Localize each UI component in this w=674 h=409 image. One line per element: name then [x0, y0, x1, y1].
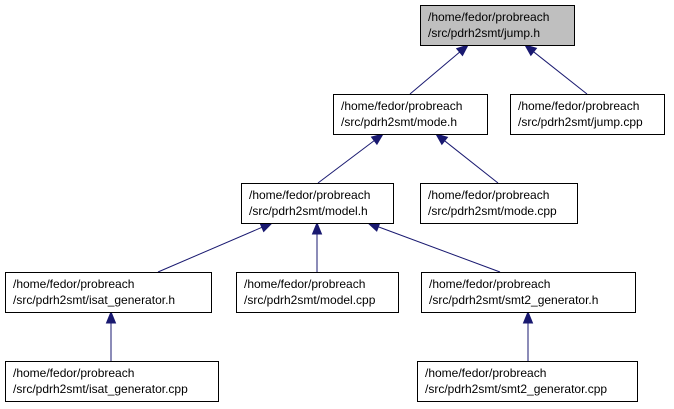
node-jump-cpp[interactable]: /home/fedor/probreach/src/pdrh2smt/jump.… [510, 94, 665, 135]
arrowhead-icon [311, 221, 323, 235]
edge-jump_cpp-to-jump_h [523, 44, 588, 95]
node-mode-cpp[interactable]: /home/fedor/probreach/src/pdrh2smt/mode.… [420, 183, 578, 224]
arrowhead-icon [455, 44, 470, 57]
node-box[interactable] [333, 94, 488, 135]
node-path-line2: /src/pdrh2smt/model.cpp [244, 293, 376, 307]
edge-line [157, 226, 263, 273]
arrowhead-icon [434, 133, 449, 146]
node-path-line1: /home/fedor/probreach [428, 10, 549, 24]
node-path-line2: /src/pdrh2smt/isat_generator.cpp [13, 382, 188, 396]
arrowhead-icon [259, 222, 274, 233]
edge-model_cpp-to-model_h [311, 221, 323, 272]
node-jump-h[interactable]: /home/fedor/probreach/src/pdrh2smt/jump.… [420, 5, 575, 46]
node-path-line2: /src/pdrh2smt/jump.cpp [518, 115, 643, 129]
node-box[interactable] [420, 183, 578, 224]
arrowhead-icon [370, 133, 385, 146]
node-path-line1: /home/fedor/probreach [244, 277, 365, 291]
node-box[interactable] [510, 94, 665, 135]
edge-line [533, 51, 588, 95]
edge-line [444, 140, 499, 184]
node-box[interactable] [420, 5, 575, 46]
arrowhead-icon [522, 310, 534, 324]
node-smt2-h[interactable]: /home/fedor/probreach/src/pdrh2smt/smt2_… [421, 272, 636, 313]
edge-mode_cpp-to-mode_h [434, 133, 499, 184]
edge-line [378, 226, 501, 273]
node-path-line2: /src/pdrh2smt/mode.h [341, 115, 457, 129]
node-model-cpp[interactable]: /home/fedor/probreach/src/pdrh2smt/model… [236, 272, 399, 313]
node-path-line1: /home/fedor/probreach [429, 277, 550, 291]
node-box[interactable] [5, 361, 219, 402]
node-path-line2: /src/pdrh2smt/mode.cpp [428, 204, 557, 218]
edge-isat_cpp-to-isat_h [105, 310, 117, 361]
node-box[interactable] [236, 272, 399, 313]
node-path-line2: /src/pdrh2smt/smt2_generator.h [429, 293, 598, 307]
edges-layer [105, 44, 588, 361]
node-path-line1: /home/fedor/probreach [341, 99, 462, 113]
edge-mode_h-to-jump_h [409, 44, 470, 95]
node-path-line2: /src/pdrh2smt/jump.h [428, 26, 540, 40]
arrowhead-icon [105, 310, 117, 324]
node-path-line1: /home/fedor/probreach [13, 366, 134, 380]
node-path-line2: /src/pdrh2smt/smt2_generator.cpp [425, 382, 607, 396]
node-path-line1: /home/fedor/probreach [518, 99, 639, 113]
arrowhead-icon [523, 44, 538, 57]
node-box[interactable] [417, 361, 638, 402]
edge-isat_h-to-model_h [157, 222, 274, 273]
node-path-line2: /src/pdrh2smt/isat_generator.h [13, 293, 175, 307]
node-box[interactable] [421, 272, 636, 313]
edge-model_h-to-mode_h [317, 133, 385, 184]
node-box[interactable] [241, 183, 394, 224]
node-mode-h[interactable]: /home/fedor/probreach/src/pdrh2smt/mode.… [333, 94, 488, 135]
node-model-h[interactable]: /home/fedor/probreach/src/pdrh2smt/model… [241, 183, 394, 224]
edge-smt2_h-to-model_h [366, 222, 501, 273]
node-path-line1: /home/fedor/probreach [13, 277, 134, 291]
node-path-line1: /home/fedor/probreach [249, 188, 370, 202]
node-isat-cpp[interactable]: /home/fedor/probreach/src/pdrh2smt/isat_… [5, 361, 219, 402]
node-path-line1: /home/fedor/probreach [428, 188, 549, 202]
node-smt2-cpp[interactable]: /home/fedor/probreach/src/pdrh2smt/smt2_… [417, 361, 638, 402]
node-isat-h[interactable]: /home/fedor/probreach/src/pdrh2smt/isat_… [5, 272, 212, 313]
edge-line [317, 140, 375, 184]
edge-line [409, 51, 460, 95]
node-path-line1: /home/fedor/probreach [425, 366, 546, 380]
node-box[interactable] [5, 272, 212, 313]
node-path-line2: /src/pdrh2smt/model.h [249, 204, 368, 218]
edge-smt2_cpp-to-smt2_h [522, 310, 534, 361]
nodes-layer: /home/fedor/probreach/src/pdrh2smt/jump.… [5, 5, 665, 402]
